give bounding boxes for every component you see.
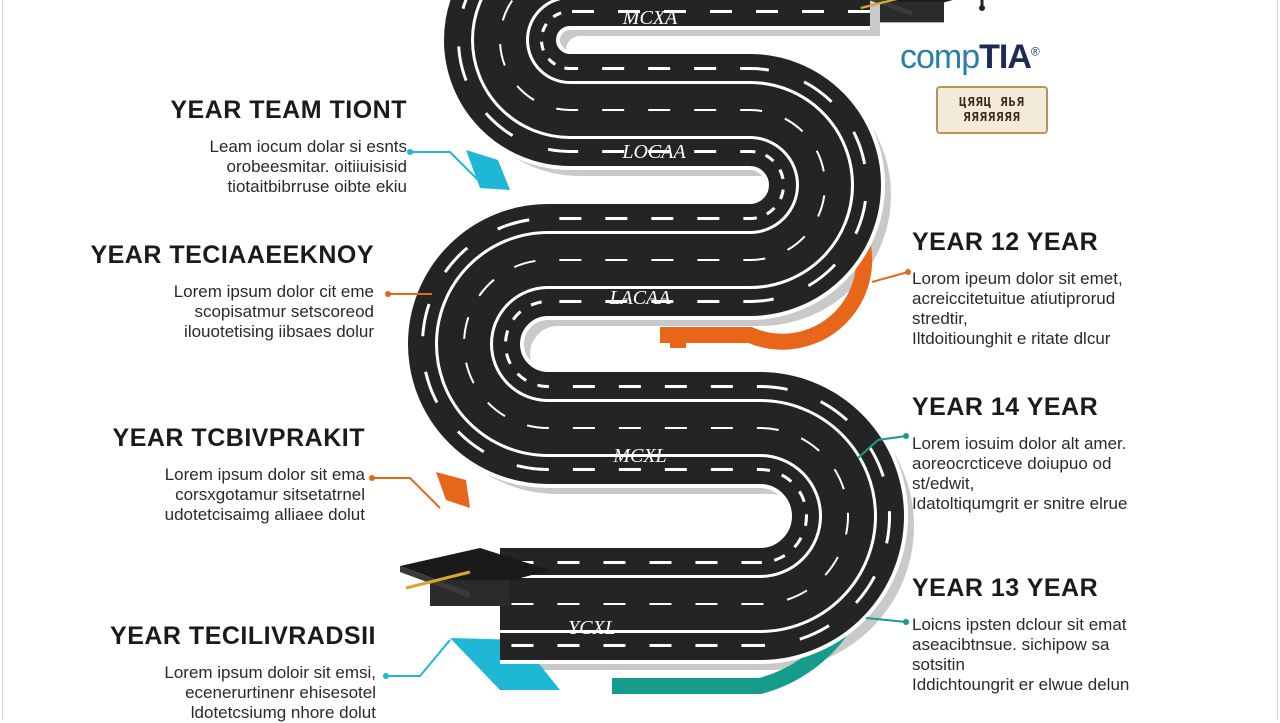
frame-left-line [2, 0, 3, 720]
connector-dot [903, 433, 909, 439]
stage-text-line: Lorem ipsum dolor cit eme [173, 282, 374, 301]
stage-text-line: scopisatmur setscoreod [194, 302, 374, 321]
stage-text-line: acreiccitetuitue atiutiprorud [912, 289, 1116, 308]
stage-text-line: Loicns ipsten dclour sit emat [912, 615, 1127, 634]
frame-right-line [1277, 0, 1278, 720]
stage-text-line: Lorem iosuim dolor alt amer. [912, 434, 1127, 453]
road-center-dashes [463, 0, 849, 605]
connector-line [372, 477, 441, 509]
stage-title: YEAR TECIAAEEKNOY [90, 241, 374, 269]
logo-brand: TIA [979, 38, 1032, 76]
logo-mark: ® [1030, 44, 1040, 59]
stage-text-line: udotetcisaimg alliaee dolut [164, 505, 365, 524]
stage-text-line: Iddichtoungrit er elwue delun [912, 675, 1130, 694]
stage-text-line: orobeesmitar. oitiiuisisid [226, 157, 407, 176]
stage-text-line: corsxgotamur sitsetatrnel [175, 485, 365, 504]
stage-text-line: Lorem ipsum dolor sit ema [164, 465, 365, 484]
road-label: YCXL [568, 617, 616, 639]
stage-title: YEAR TCBIVPRAKIT [112, 424, 365, 452]
road-label: LOCAA [621, 141, 686, 163]
stage-title: YEAR 14 YEAR [912, 393, 1099, 421]
stage-text-line: Lorom ipeum dolor sit emet, [912, 269, 1123, 288]
logo-wordmark: compTIA® [900, 38, 1040, 77]
road-label: MCXL [612, 445, 666, 467]
orange-accent-flag-2 [436, 472, 470, 508]
connector-dot [383, 673, 389, 679]
stage-text-line: st/edwit, [912, 474, 975, 493]
connector-line [865, 617, 907, 623]
cap-board [400, 548, 550, 592]
stage-right-2: YEAR 14 YEAR Lorem iosuim dolor alt amer… [912, 393, 1127, 514]
badge-line: ЦЯЯЦ ЯЬЯ [959, 95, 1025, 109]
cap-tassel [405, 570, 471, 590]
connector-line [871, 271, 909, 283]
connector-line [857, 435, 907, 459]
stage-text-line: Leam iocum dolar si esnts [209, 137, 407, 156]
stage-right-1: YEAR 12 YEAR Lorom ipeum dolor sit emet,… [912, 228, 1123, 349]
stage-text-line: sotsitin [912, 655, 965, 674]
stage-text-line: Lorem ipsum doloir sit emsi, [164, 663, 376, 682]
badge-line: ЯЯЯЯЯЯЯ [963, 110, 1021, 124]
connector-dot [369, 475, 375, 481]
road-label: LACAA [608, 287, 671, 309]
logo-prefix: comp [900, 38, 980, 76]
stage-text-line: ilouotetising iibsaes dolur [184, 322, 374, 341]
connector-line [386, 639, 451, 677]
connector-dot [407, 149, 413, 155]
connector-dot [385, 291, 391, 297]
connector-line [410, 151, 487, 189]
connector-dot [903, 619, 909, 625]
cap-tassel [860, 0, 898, 10]
stage-left-2: YEAR TECIAAEEKNOY Lorem ipsum dolor cit … [90, 241, 374, 342]
stage-text-line: aseacibtnsue. sichipow sa [912, 635, 1110, 654]
graduation-cap-icon [860, 0, 953, 23]
cap-tassel-dot [979, 5, 985, 11]
stage-text-line: stredtir, [912, 309, 968, 328]
cyan-accent-flag [466, 150, 510, 190]
stage-left-1: YEAR TEAM TIONT Leam iocum dolar si esnt… [170, 96, 407, 197]
stage-title: YEAR 12 YEAR [912, 228, 1099, 256]
stage-title: YEAR TECILIVRADSII [110, 622, 376, 650]
stage-text-line: Idatoltiqumgrit er snitre elrue [912, 494, 1128, 513]
stage-text-line: ldotetcsiumg nhore dolut [190, 703, 376, 722]
stage-left-3: YEAR TCBIVPRAKIT Lorem ipsum dolor sit e… [113, 424, 365, 525]
graduation-cap-icon [400, 548, 550, 606]
stage-left-4: YEAR TECILIVRADSII Lorem ipsum doloir si… [110, 622, 376, 723]
connector-dot [905, 269, 911, 275]
logo-badge: ЦЯЯЦ ЯЬЯ ЯЯЯЯЯЯЯ [936, 86, 1048, 134]
stage-text-line: aoreocrcticeve doiupuo od [912, 454, 1112, 473]
stage-title: YEAR TEAM TIONT [170, 96, 407, 124]
road-label: MCXA [622, 7, 678, 29]
stage-text-line: ecenerurtinenr ehisesotel [185, 683, 376, 702]
stage-right-3: YEAR 13 YEAR Loicns ipsten dclour sit em… [912, 574, 1129, 695]
stage-text-line: tiotaitbibrruse oibte ekiu [227, 177, 407, 196]
comptia-logo: compTIA® ЦЯЯЦ ЯЬЯ ЯЯЯЯЯЯЯ [900, 38, 1048, 134]
stage-text-line: Iltdoitiounghit e ritate dlcur [912, 329, 1111, 348]
stage-title: YEAR 13 YEAR [912, 574, 1099, 602]
